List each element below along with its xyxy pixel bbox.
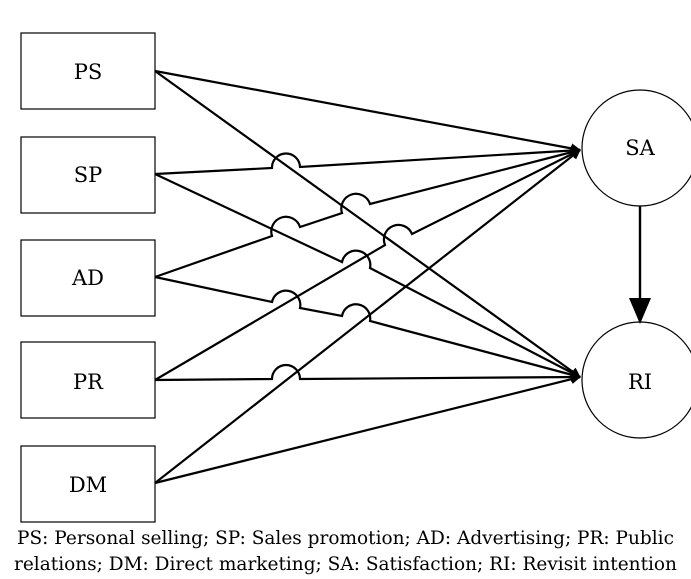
node-ps-box — [20, 32, 156, 110]
node-sp-label: SP — [74, 163, 103, 187]
node-sp: SP — [20, 136, 156, 214]
edge-dm-ri — [154, 374, 581, 485]
edge-ad-ri — [154, 275, 581, 380]
node-ad-box — [20, 239, 156, 317]
node-ri: RI — [581, 321, 691, 439]
caption-line-2: relations; DM: Direct marketing; SA: Sat… — [14, 554, 677, 575]
edge-pr-ri — [154, 363, 581, 383]
legend-caption: PS: Personal selling; SP: Sales promotio… — [0, 526, 691, 578]
caption-line-1: PS: Personal selling; SP: Sales promotio… — [17, 528, 674, 549]
edge-sp-ri — [154, 173, 581, 378]
paths-to-ri — [154, 70, 581, 485]
node-sa-label: SA — [625, 136, 655, 160]
node-ps: PS — [20, 32, 156, 110]
node-dm-label: DM — [69, 473, 107, 497]
node-ps-label: PS — [74, 60, 103, 84]
node-pr-box — [20, 341, 156, 419]
edge-dm-sa — [154, 149, 581, 484]
node-ri-label: RI — [628, 370, 652, 394]
node-dm-box — [20, 445, 156, 523]
paths-to-sa — [154, 69, 581, 484]
node-dm: DM — [20, 445, 156, 523]
node-pr-label: PR — [73, 370, 104, 394]
node-ad-label: AD — [71, 266, 104, 290]
node-pr: PR — [20, 341, 156, 419]
edge-ad-sa — [154, 147, 581, 279]
edge-sp-sa — [154, 145, 581, 176]
edge-ps-ri — [154, 70, 581, 378]
node-sp-box — [20, 136, 156, 214]
edge-pr-sa — [154, 149, 581, 381]
edge-ps-sa — [154, 69, 581, 154]
node-sa: SA — [581, 89, 691, 207]
node-ad: AD — [20, 239, 156, 317]
